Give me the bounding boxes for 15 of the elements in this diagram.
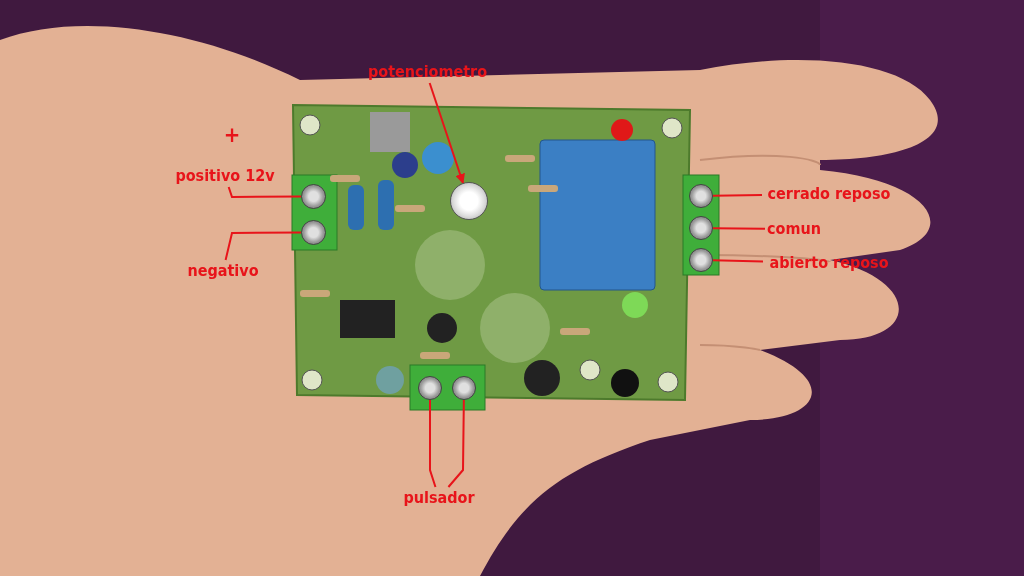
annotation-label: positivo 12v [172,165,278,187]
plus-sign: + [222,124,242,146]
annotation-label: abierto reposo [763,252,895,274]
annotation-label: pulsador [398,487,480,509]
leader-line [712,227,766,230]
annotation-label: comun [765,218,823,240]
annotation-label: negativo [185,260,261,282]
leader-line [712,259,764,263]
leader-line [224,231,302,261]
leader-line [447,399,465,488]
leader-line [712,194,763,197]
arrow [428,82,465,184]
leader-line [227,186,302,198]
annotation-label: cerrado reposo [762,183,896,205]
leader-line [429,399,437,488]
